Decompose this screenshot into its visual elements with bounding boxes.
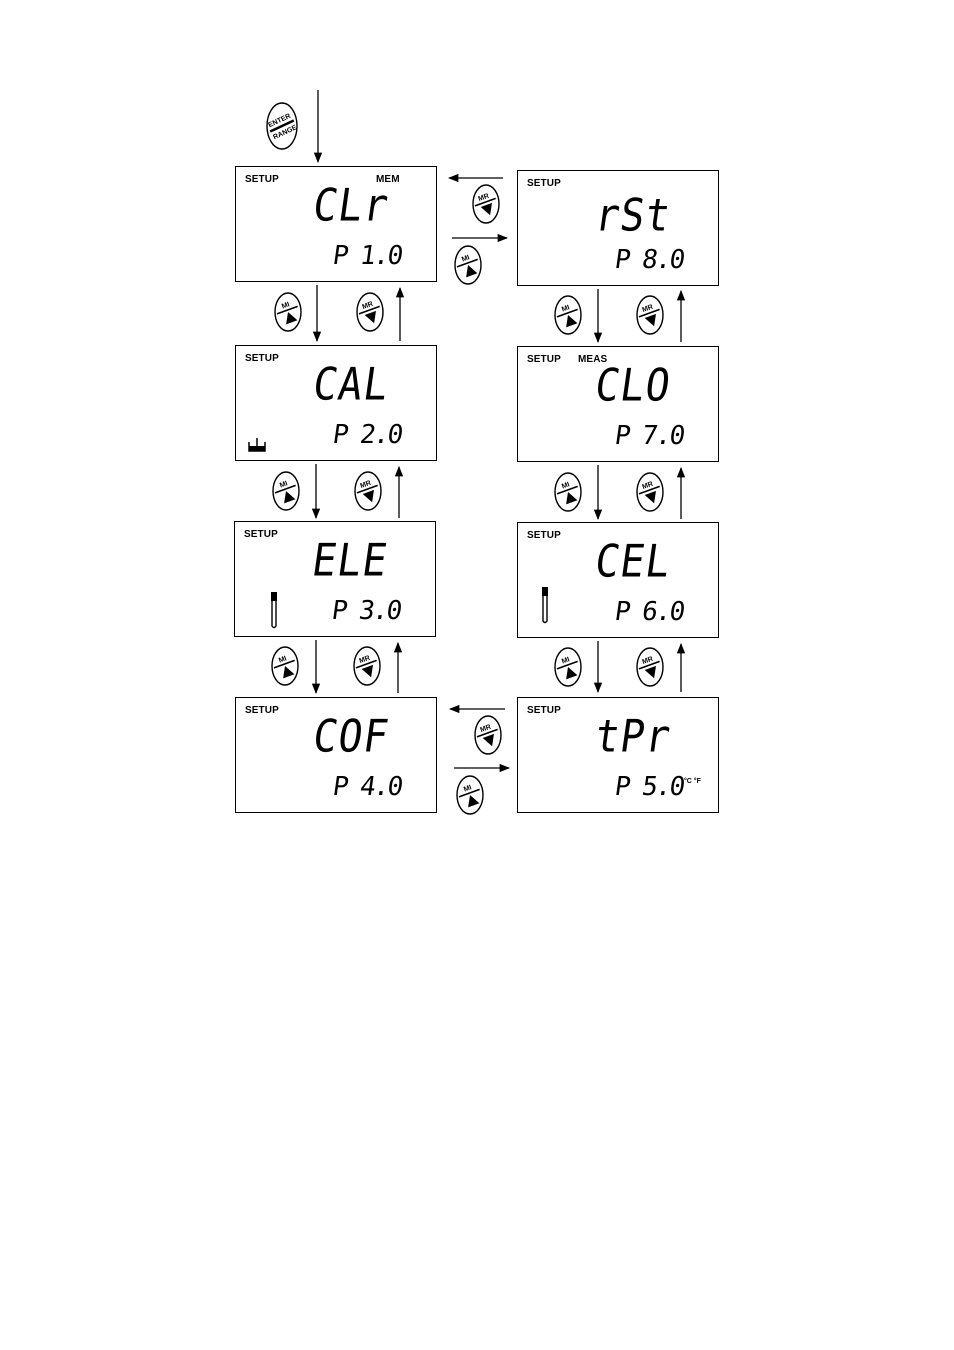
- mi-button-icon: MI: [553, 646, 583, 688]
- mi-button-icon: MI: [453, 244, 483, 286]
- lcd-screen-p6: SETUP CEL P 6.0: [517, 522, 719, 638]
- mr-button-icon: MR: [635, 471, 665, 513]
- display-code: CLr: [292, 180, 409, 232]
- setup-label: SETUP: [527, 705, 561, 716]
- setup-label: SETUP: [527, 530, 561, 541]
- mi-button-icon: MI: [270, 645, 300, 687]
- mi-button-icon: MI: [553, 294, 583, 336]
- mr-button-icon: MR: [473, 714, 503, 756]
- mr-button-icon: MR: [471, 183, 501, 225]
- param-number: P 2.0: [330, 420, 404, 450]
- display-code: COF: [292, 711, 409, 763]
- mr-button-icon: MR: [635, 294, 665, 336]
- mr-button-icon: MR: [352, 645, 382, 687]
- param-number: P 6.0: [612, 597, 686, 627]
- enter-range-button-icon: ENTER RANGE: [264, 100, 300, 152]
- display-code: CLO: [574, 360, 691, 412]
- setup-label: SETUP: [245, 174, 279, 185]
- param-number: P 8.0: [612, 245, 686, 275]
- lcd-screen-p4: SETUP COF P 4.0: [235, 697, 437, 813]
- mr-button-icon: MR: [355, 291, 385, 333]
- setup-label: SETUP: [527, 354, 561, 365]
- lcd-screen-p1: SETUP MEM CLr P 1.0: [235, 166, 437, 282]
- param-number: P 3.0: [329, 596, 403, 626]
- mi-button-icon: MI: [553, 471, 583, 513]
- lcd-screen-p7: SETUP MEAS CLO P 7.0: [517, 346, 719, 462]
- display-code: CEL: [574, 536, 691, 588]
- setup-label: SETUP: [244, 529, 278, 540]
- param-number: P 1.0: [330, 241, 404, 271]
- temperature-unit-indicator: °C °F: [684, 778, 701, 785]
- beaker-icon: [248, 438, 266, 452]
- mr-button-icon: MR: [353, 470, 383, 512]
- cell-probe-icon: [540, 587, 550, 625]
- lcd-screen-p2: SETUP CAL P 2.0: [235, 345, 437, 461]
- param-number: P 4.0: [330, 772, 404, 802]
- lcd-screen-p8: SETUP rSt P 8.0: [517, 170, 719, 286]
- param-number: P 5.0: [612, 772, 686, 802]
- display-code: tPr: [574, 711, 691, 763]
- electrode-icon: [269, 592, 279, 630]
- display-code: rSt: [574, 190, 691, 242]
- display-code: ELE: [291, 535, 408, 587]
- mi-button-icon: MI: [455, 774, 485, 816]
- lcd-screen-p5: SETUP tPr P 5.0 °C °F: [517, 697, 719, 813]
- display-code: CAL: [292, 359, 409, 411]
- param-number: P 7.0: [612, 421, 686, 451]
- mi-button-icon: MI: [271, 470, 301, 512]
- setup-label: SETUP: [245, 705, 279, 716]
- mr-button-icon: MR: [635, 646, 665, 688]
- lcd-screen-p3: SETUP ELE P 3.0: [234, 521, 436, 637]
- setup-label: SETUP: [527, 178, 561, 189]
- mi-button-icon: MI: [273, 291, 303, 333]
- setup-label: SETUP: [245, 353, 279, 364]
